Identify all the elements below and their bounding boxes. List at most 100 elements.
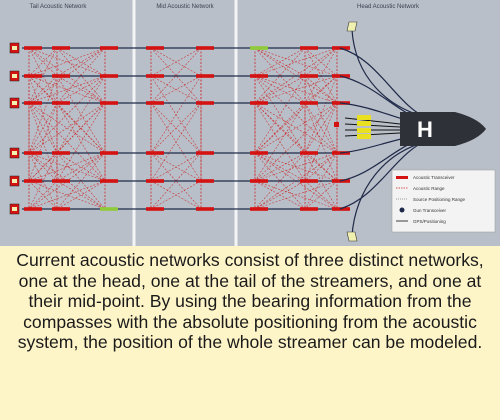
acoustic-transceiver <box>250 151 268 155</box>
acoustic-transceiver <box>146 151 164 155</box>
acoustic-range-link <box>28 102 106 182</box>
compass-unit <box>250 46 268 50</box>
acoustic-range-link <box>254 75 338 104</box>
acoustic-range-link <box>304 102 338 182</box>
acoustic-range-link <box>304 47 338 77</box>
acoustic-range-link <box>28 75 106 154</box>
acoustic-range-link <box>254 102 338 182</box>
acoustic-transceiver <box>250 74 268 78</box>
acoustic-range-link <box>254 152 306 182</box>
acoustic-transceiver <box>24 151 42 155</box>
acoustic-range-link <box>28 47 58 77</box>
acoustic-transceiver <box>24 74 42 78</box>
acoustic-transceiver <box>146 101 164 105</box>
acoustic-transceiver <box>196 207 214 211</box>
acoustic-transceiver <box>300 151 318 155</box>
acoustic-range-link <box>28 152 58 182</box>
acoustic-range-link <box>56 75 106 154</box>
acoustic-range-link <box>56 180 106 210</box>
streamer-network-diagram: Tail Acoustic Network Mid Acoustic Netwo… <box>0 0 500 246</box>
acoustic-transceiver <box>52 179 70 183</box>
acoustic-transceiver <box>300 179 318 183</box>
acoustic-range-link <box>28 102 106 154</box>
acoustic-range-link <box>56 102 106 154</box>
acoustic-range-link <box>150 47 202 104</box>
acoustic-range-link <box>150 102 202 154</box>
acoustic-range-mesh <box>28 47 338 210</box>
acoustic-range-link <box>28 47 58 77</box>
vessel-icon <box>400 112 486 146</box>
acoustic-range-link <box>28 102 106 154</box>
acoustic-range-link <box>28 152 106 182</box>
streamers <box>9 42 350 215</box>
acoustic-range-link <box>28 180 58 210</box>
acoustic-transceiver <box>100 101 118 105</box>
acoustic-range-link <box>254 47 306 104</box>
tail-buoy-marker <box>12 74 17 78</box>
acoustic-transceiver <box>250 179 268 183</box>
acoustic-range-link <box>254 180 338 210</box>
acoustic-transceiver <box>196 46 214 50</box>
acoustic-transceiver <box>196 151 214 155</box>
caption-text: Current acoustic networks consist of thr… <box>16 250 484 352</box>
acoustic-range-link <box>28 75 58 154</box>
acoustic-transceiver <box>52 74 70 78</box>
tail-buoy-marker <box>12 179 17 183</box>
acoustic-range-link <box>56 102 106 154</box>
network-label-head: Head Acoustic Network <box>357 4 420 10</box>
acoustic-range-link <box>56 75 106 104</box>
acoustic-range-link <box>254 75 338 154</box>
acoustic-transceiver <box>100 151 118 155</box>
acoustic-range-link <box>28 102 58 154</box>
acoustic-transceiver <box>52 101 70 105</box>
legend-label: Acoustic Range <box>413 186 445 191</box>
acoustic-range-link <box>254 47 306 104</box>
acoustic-transceiver <box>146 207 164 211</box>
acoustic-range-link <box>150 180 202 210</box>
acoustic-range-link <box>254 75 306 104</box>
acoustic-transceiver <box>196 101 214 105</box>
acoustic-transceiver <box>300 207 318 211</box>
acoustic-range-link <box>56 180 106 210</box>
acoustic-range-link <box>150 152 202 182</box>
acoustic-transceiver <box>24 46 42 50</box>
acoustic-range-link <box>254 47 306 77</box>
acoustic-transceiver <box>100 46 118 50</box>
acoustic-range-link <box>150 102 202 182</box>
acoustic-transceiver <box>146 46 164 50</box>
gun-transceiver <box>334 122 339 127</box>
source-line <box>344 123 401 128</box>
acoustic-transceiver <box>24 179 42 183</box>
legend-box <box>391 169 496 233</box>
acoustic-transceiver <box>250 207 268 211</box>
network-label-tail: Tail Acoustic Network <box>30 4 88 10</box>
legend-swatch-gun <box>399 207 405 213</box>
acoustic-range-link <box>254 75 306 154</box>
acoustic-range-link <box>304 152 338 182</box>
paravane-line <box>351 29 431 119</box>
acoustic-transceiver <box>52 207 70 211</box>
source-float <box>357 134 371 139</box>
tail-buoy-marker <box>12 101 17 105</box>
acoustic-range-link <box>254 152 338 182</box>
acoustic-range-link <box>150 75 202 104</box>
acoustic-range-link <box>28 75 58 104</box>
acoustic-transceiver <box>100 179 118 183</box>
acoustic-transceiver <box>24 207 42 211</box>
tail-buoy-marker <box>12 46 17 50</box>
acoustic-range-link <box>56 75 106 154</box>
acoustic-range-link <box>56 102 106 182</box>
acoustic-range-link <box>304 180 338 210</box>
acoustic-transceiver <box>52 151 70 155</box>
acoustic-range-link <box>150 47 202 104</box>
source-arrays <box>344 117 401 137</box>
diagram-canvas: Tail Acoustic Network Mid Acoustic Netwo… <box>9 0 496 246</box>
acoustic-range-link <box>56 75 106 104</box>
acoustic-range-link <box>28 75 106 104</box>
source-line <box>344 117 401 125</box>
acoustic-range-link <box>56 152 106 182</box>
legend-swatch-transceiver <box>396 176 408 179</box>
acoustic-transceiver <box>24 101 42 105</box>
paravane-icon <box>346 231 358 242</box>
legend-label: Source Positioning Range <box>413 197 466 202</box>
